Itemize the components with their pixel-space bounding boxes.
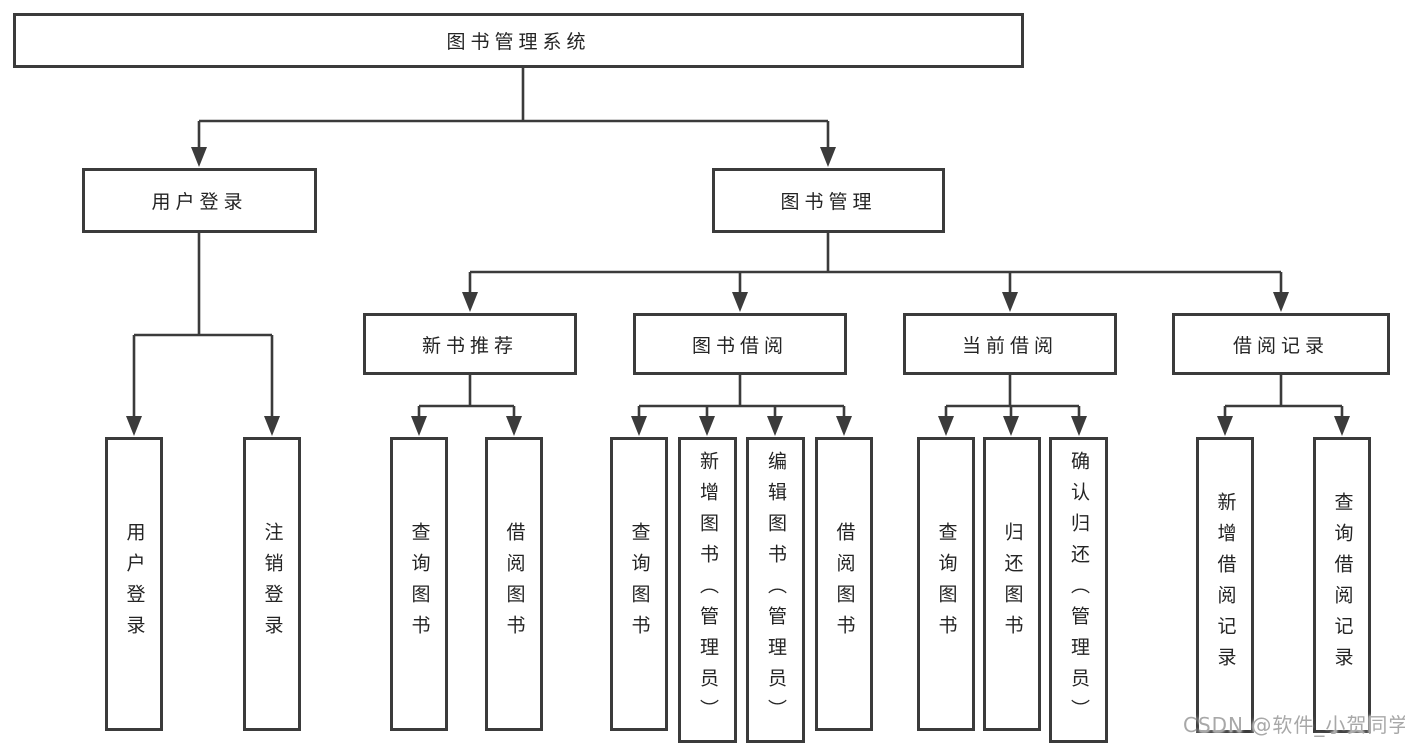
leaf-borrowing-query-books: 查询图书 [610,437,668,731]
leaf-logout: 注销登录 [243,437,301,731]
leaf-borrowing-add-books-admin-label: 新增图书（管理员） [697,450,719,730]
leaf-recommend-query-books: 查询图书 [390,437,448,731]
leaf-borrowing-borrow-books: 借阅图书 [815,437,873,731]
arrowheads [126,147,1350,436]
leaf-borrowing-add-books-admin: 新增图书（管理员） [678,437,737,743]
leaf-recommend-query-books-label: 查询图书 [408,522,431,646]
node-root-label: 图书管理系统 [446,31,591,53]
leaf-recommend-borrow-books-label: 借阅图书 [503,522,526,646]
csdn-watermark: CSDN @软件_小贺同学 [1183,713,1405,737]
leaf-borrowing-edit-books-admin-label: 编辑图书（管理员） [765,450,787,730]
leaf-logout-label: 注销登录 [261,522,284,646]
leaf-current-query-books-label: 查询图书 [935,522,958,646]
leaf-user-login: 用户登录 [105,437,163,731]
node-user-login-label: 用户登录 [151,191,248,213]
leaf-recommend-borrow-books: 借阅图书 [485,437,543,731]
leaf-borrowing-edit-books-admin: 编辑图书（管理员） [746,437,805,743]
node-borrowing-records: 借阅记录 [1172,313,1390,375]
leaf-records-query-record: 查询借阅记录 [1313,437,1371,733]
node-book-management: 图书管理 [712,168,945,233]
leaf-current-return-books-label: 归还图书 [1001,522,1024,646]
leaf-borrowing-query-books-label: 查询图书 [628,522,651,646]
node-user-login: 用户登录 [82,168,317,233]
node-new-book-recommend-label: 新书推荐 [421,334,518,357]
node-book-borrowing-label: 图书借阅 [691,334,788,357]
leaf-current-query-books: 查询图书 [917,437,975,731]
leaf-current-confirm-return-admin-label: 确认归还（管理员） [1068,450,1090,730]
leaf-records-add-record-label: 新增借阅记录 [1214,492,1237,678]
node-book-management-label: 图书管理 [780,191,877,213]
node-current-borrowing: 当前借阅 [903,313,1117,375]
leaf-records-add-record: 新增借阅记录 [1196,437,1254,733]
node-borrowing-records-label: 借阅记录 [1232,334,1329,357]
node-current-borrowing-label: 当前借阅 [961,334,1058,357]
leaf-borrowing-borrow-books-label: 借阅图书 [833,522,856,646]
node-book-borrowing: 图书借阅 [633,313,847,375]
node-root: 图书管理系统 [13,13,1024,68]
node-new-book-recommend: 新书推荐 [363,313,577,375]
leaf-current-confirm-return-admin: 确认归还（管理员） [1049,437,1108,743]
leaf-user-login-label: 用户登录 [123,522,146,646]
leaf-current-return-books: 归还图书 [983,437,1041,731]
leaf-records-query-record-label: 查询借阅记录 [1331,492,1354,678]
